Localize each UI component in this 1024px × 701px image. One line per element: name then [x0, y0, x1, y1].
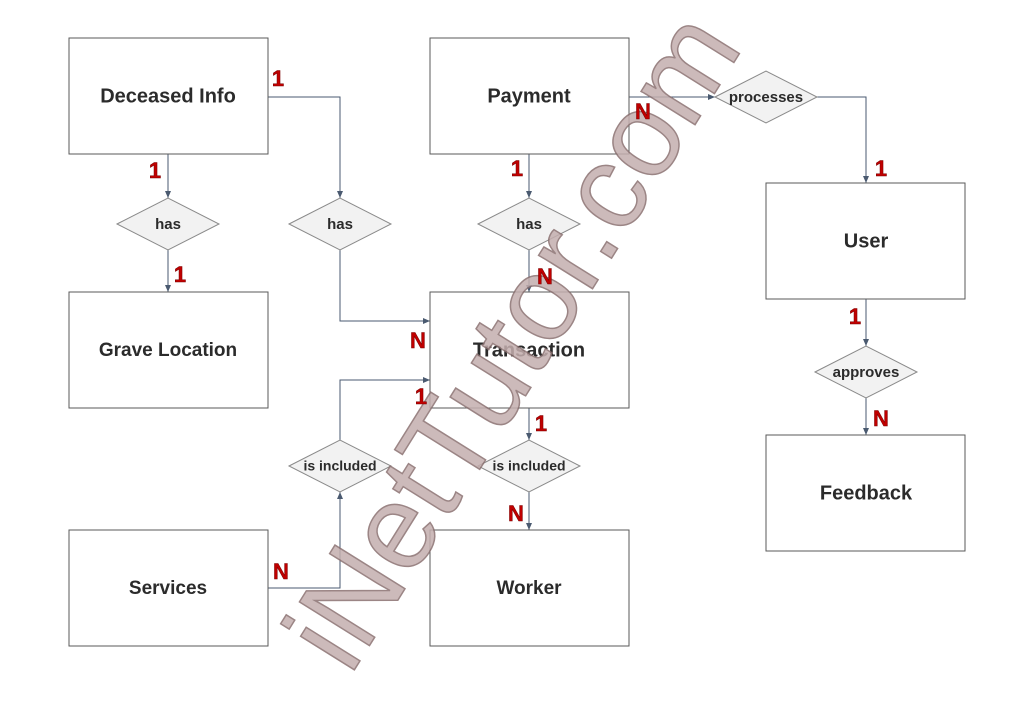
relationship-label: is included: [492, 458, 565, 474]
entity-label: Services: [129, 578, 207, 599]
entity-label: Grave Location: [99, 340, 237, 361]
cardinality: 1: [535, 411, 547, 436]
cardinality: N: [508, 501, 524, 526]
cardinality: 1: [511, 156, 523, 181]
relationship-deceased-grave: has: [115, 197, 221, 251]
relationship-label: has: [155, 216, 181, 233]
entity-user: User: [765, 182, 966, 300]
cardinality: N: [635, 99, 651, 124]
connectors: [165, 94, 869, 589]
cardinality: 1: [415, 384, 427, 409]
entity-label: Transaction: [473, 339, 585, 361]
cardinality: N: [873, 406, 889, 431]
entity-services: Services: [68, 529, 269, 647]
entity-grave-location: Grave Location: [68, 291, 269, 409]
relationship-label: has: [327, 216, 353, 233]
relationship-payment-transaction: has: [476, 197, 582, 251]
relationship-transaction-worker: is included: [476, 439, 582, 493]
relationship-label: is included: [303, 458, 376, 474]
entity-feedback: Feedback: [765, 434, 966, 552]
cardinality: N: [273, 559, 289, 584]
cardinality: 1: [875, 156, 887, 181]
relationship-deceased-transaction: has: [287, 197, 393, 251]
entity-label: Worker: [496, 578, 562, 599]
entity-worker: Worker: [429, 529, 630, 647]
cardinality: 1: [272, 66, 284, 91]
relationship-user-feedback: approves: [813, 345, 919, 399]
cardinality: N: [410, 328, 426, 353]
cardinality: 1: [149, 158, 161, 183]
cardinality: 1: [174, 262, 186, 287]
relationship-payment-user: processes: [713, 70, 819, 124]
cardinalities: 1 N 1 1 1 1 N N 1 1 N N 1 N: [149, 66, 890, 585]
cardinality: N: [537, 264, 553, 289]
relationship-label: has: [516, 216, 542, 233]
entity-transaction: Transaction: [429, 291, 630, 409]
relationship-label: approves: [833, 364, 900, 381]
entity-label: Payment: [487, 85, 571, 107]
cardinality: 1: [849, 304, 861, 329]
relationship-services-transaction: is included: [287, 439, 393, 493]
entity-deceased-info: Deceased Info: [68, 37, 269, 155]
entity-label: Deceased Info: [100, 85, 236, 107]
relationship-label: processes: [729, 89, 803, 106]
entity-label: User: [844, 230, 889, 252]
entity-payment: Payment: [429, 37, 630, 155]
entity-label: Feedback: [820, 482, 913, 504]
